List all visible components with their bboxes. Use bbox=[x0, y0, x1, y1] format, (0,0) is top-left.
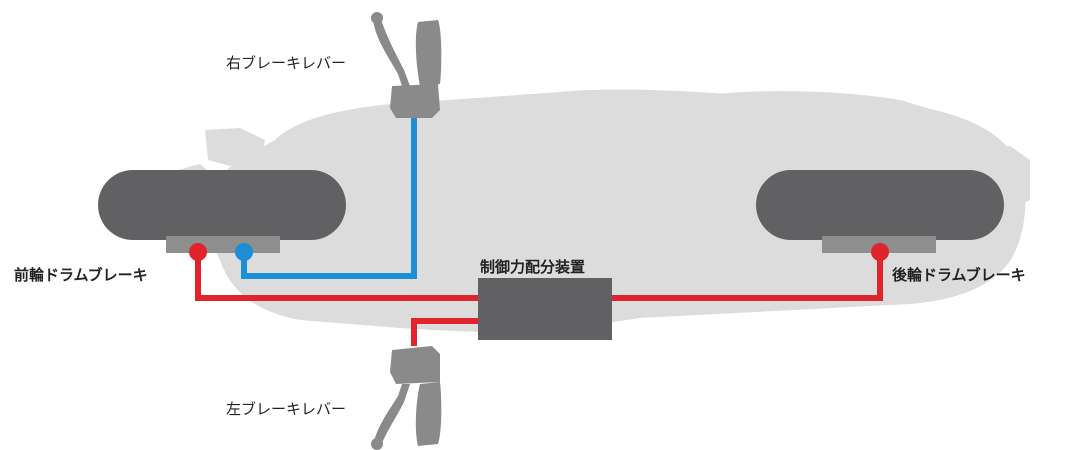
right-lever-label: 右ブレーキレバー bbox=[226, 54, 347, 72]
left-lever-mount bbox=[390, 346, 440, 384]
right-lever-grip bbox=[415, 20, 442, 86]
front-tire bbox=[98, 170, 346, 240]
front-drum-housing bbox=[166, 236, 280, 253]
distributor-label: 制御力配分装置 bbox=[480, 258, 586, 276]
left-lever-to-distributor-line bbox=[411, 318, 480, 346]
left-lever-tip bbox=[371, 438, 383, 450]
front-fender-shape bbox=[205, 128, 265, 166]
right-lever-icon bbox=[371, 12, 442, 118]
seat-shape bbox=[700, 91, 940, 126]
rear-tire bbox=[756, 170, 1004, 240]
left-lever-arm bbox=[373, 384, 410, 448]
front-brake-red-port bbox=[189, 243, 207, 261]
rear-brake-label: 後輪ドラムブレーキ bbox=[892, 266, 1026, 284]
front-brake-blue-port bbox=[235, 243, 253, 261]
distributor-box bbox=[478, 278, 612, 340]
right-lever-mount bbox=[390, 84, 440, 118]
front-brake-label: 前輪ドラムブレーキ bbox=[14, 266, 148, 284]
left-lever-icon bbox=[371, 346, 442, 450]
right-lever-to-front-brake-line bbox=[241, 115, 417, 279]
left-lever-grip bbox=[415, 382, 442, 446]
body-main-shape bbox=[204, 89, 1026, 333]
left-lever-label: 左ブレーキレバー bbox=[226, 400, 347, 418]
right-lever-arm bbox=[373, 16, 410, 86]
front-brake-to-distributor-line bbox=[195, 254, 480, 301]
rear-brake-red-port bbox=[871, 243, 889, 261]
distributor-to-rear-brake-line bbox=[612, 254, 883, 301]
right-lever-tip bbox=[371, 12, 383, 24]
